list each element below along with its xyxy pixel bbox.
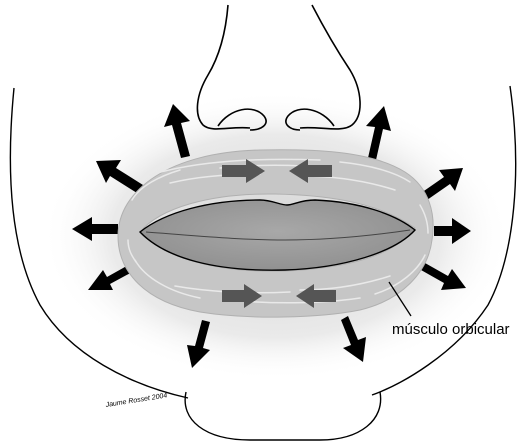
author-signature: Jaume Rosset 2004	[104, 392, 168, 409]
muscle-label: músculo orbicular	[392, 321, 510, 338]
chin-line	[185, 392, 381, 440]
